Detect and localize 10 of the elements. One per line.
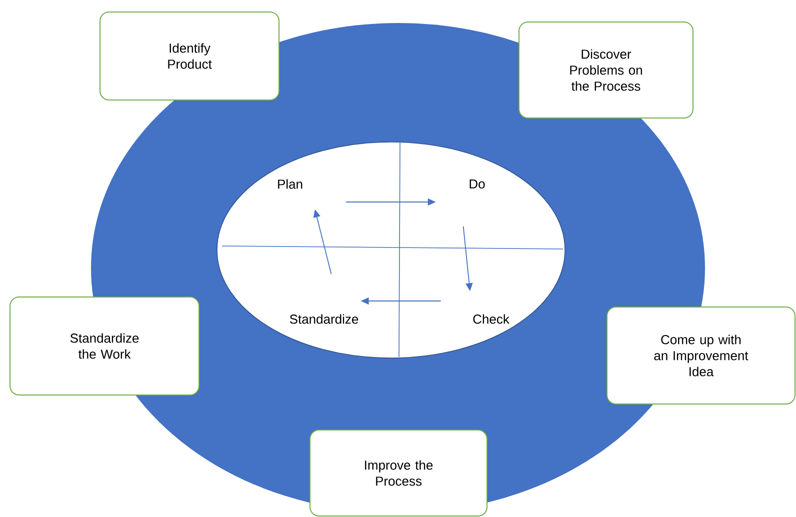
step-box: Improve the Process [310, 430, 488, 516]
step-label: Plan [278, 179, 302, 189]
step-label: Standardize [290, 314, 358, 324]
step-box: Standardize the Work [10, 296, 200, 396]
step-label: Do [470, 179, 485, 189]
inner-ellipse [216, 142, 566, 358]
step-box: Come up with an Improvement Idea [606, 306, 796, 404]
step-box: Discover Problems on the Process [518, 22, 694, 118]
step-label: Check [473, 314, 510, 324]
step-box: Identify Product [100, 12, 280, 100]
